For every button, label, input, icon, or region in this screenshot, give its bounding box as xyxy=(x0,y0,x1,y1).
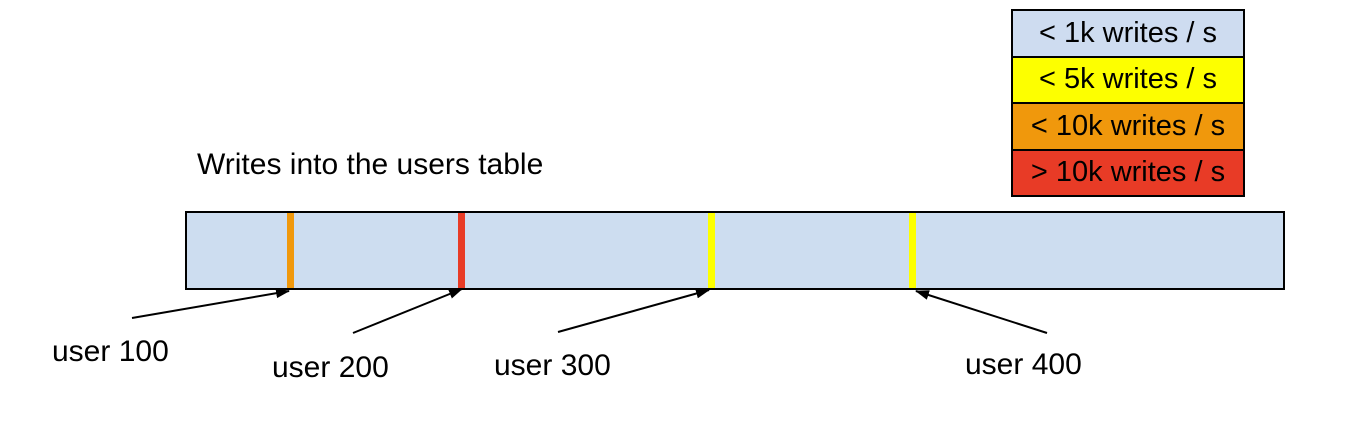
legend-item-label: > 10k writes / s xyxy=(1030,156,1226,189)
arrow-user-200 xyxy=(352,288,463,334)
marker-stripe-user-300 xyxy=(708,213,715,288)
marker-stripe-user-400 xyxy=(909,213,916,288)
label-user-400: user 400 xyxy=(965,348,1082,381)
arrow-user-100 xyxy=(131,288,290,319)
label-user-200: user 200 xyxy=(272,351,389,384)
legend: < 1k writes / s < 5k writes / s < 10k wr… xyxy=(1011,9,1245,197)
marker-stripe-user-200 xyxy=(458,213,465,288)
legend-item-lt-10k: < 10k writes / s xyxy=(1013,104,1243,151)
marker-stripe-user-100 xyxy=(287,213,294,288)
legend-item-label: < 5k writes / s xyxy=(1038,63,1218,96)
legend-item-lt-1k: < 1k writes / s xyxy=(1013,11,1243,58)
legend-item-label: < 10k writes / s xyxy=(1030,109,1226,142)
arrow-user-400 xyxy=(915,290,1048,334)
legend-item-lt-5k: < 5k writes / s xyxy=(1013,57,1243,104)
legend-item-gt-10k: > 10k writes / s xyxy=(1013,150,1243,195)
arrow-user-300 xyxy=(557,288,710,333)
label-user-300: user 300 xyxy=(494,349,611,382)
users-table-bar xyxy=(185,211,1285,290)
label-user-100: user 100 xyxy=(52,335,169,368)
legend-item-label: < 1k writes / s xyxy=(1038,16,1218,49)
diagram-title: Writes into the users table xyxy=(197,148,544,181)
